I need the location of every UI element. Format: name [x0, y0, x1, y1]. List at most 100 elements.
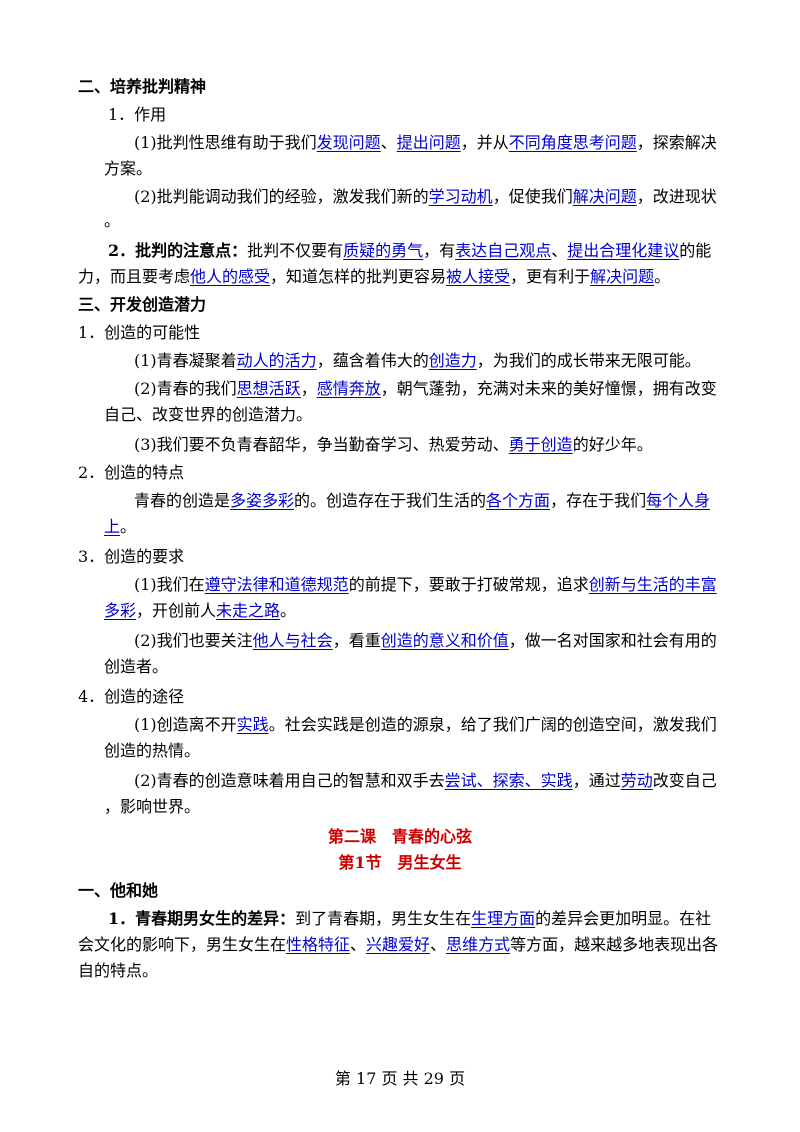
text-run: ，看重	[332, 631, 381, 650]
text-run: (2)我们也要关注	[134, 631, 253, 650]
text-run: ，有	[423, 241, 456, 260]
text-run: 。	[120, 517, 137, 536]
section-heading-he-and-she: 一、他和她	[78, 881, 159, 900]
keyword-highlight: 创新与生活的丰富	[588, 575, 717, 594]
keyword-highlight: 实践	[236, 715, 269, 734]
text-run: 等方面，越来越多地表现出各	[510, 935, 719, 954]
paragraph-line: (2)青春的我们思想活跃，感情奔放，朝气蓬勃，充满对未来的美好憧憬，拥有改变	[134, 378, 717, 400]
text-run: ，通过	[572, 771, 621, 790]
text-run: 到了青春期，男生女生在	[295, 909, 472, 928]
text-run: 、	[430, 935, 447, 954]
text-run: (2)青春的创造意味着用自己的智慧和双手去	[134, 771, 445, 790]
bold-label: 2．批判的注意点：	[108, 241, 248, 260]
paragraph-line: (2)批判能调动我们的经验，激发我们新的学习动机，促使我们解决问题，改进现状	[134, 186, 717, 208]
text-run: (2)青春的我们	[134, 379, 237, 398]
keyword-highlight: 发现问题	[316, 133, 381, 152]
text-run: ，开创前人	[136, 601, 217, 620]
keyword-highlight: 多姿多彩	[230, 491, 295, 510]
keyword-highlight: 感情奔放	[316, 379, 381, 398]
paragraph-line: 2．批判的注意点：批判不仅要有质疑的勇气，有表达自己观点、提出合理化建议的能	[108, 240, 711, 262]
keyword-highlight: 动人的活力	[236, 351, 317, 370]
text-run: (1)青春凝聚着	[134, 351, 237, 370]
text-run: (1)批判性思维有助于我们	[134, 133, 317, 152]
paragraph-line: 方案。	[104, 159, 153, 178]
text-run: 的差异会更加明显。在社	[535, 909, 712, 928]
keyword-highlight: 质疑的勇气	[343, 241, 424, 260]
keyword-highlight: 上	[104, 517, 121, 536]
keyword-highlight: 遵守法律和道德规范	[204, 575, 349, 594]
lesson-title: 第二课 青春的心弦	[327, 827, 472, 846]
bold-label: 1．青春期男女生的差异：	[108, 909, 296, 928]
paragraph-line: (1)青春凝聚着动人的活力，蕴含着伟大的创造力，为我们的成长带来无限可能。	[134, 350, 701, 372]
paragraph-line: (2)我们也要关注他人与社会，看重创造的意义和价值，做一名对国家和社会有用的	[134, 630, 717, 652]
text-run: 的能	[679, 241, 712, 260]
paragraph-line: (1)我们在遵守法律和道德规范的前提下，要敢于打破常规，追求创新与生活的丰富	[134, 574, 717, 596]
text-run: 批判不仅要有	[247, 241, 344, 260]
text-run: 力，而且要考虑	[78, 267, 191, 286]
keyword-highlight: 性格特征	[286, 935, 351, 954]
text-run: 、	[380, 133, 397, 152]
section-heading-creativity: 三、开发创造潜力	[78, 295, 207, 314]
paragraph-line: 1．青春期男女生的差异：到了青春期，男生女生在生理方面的差异会更加明显。在社	[108, 908, 711, 930]
text-run: 会文化的影响下，男生女生在	[78, 935, 287, 954]
keyword-highlight: 未走之路	[216, 601, 281, 620]
keyword-highlight: 勇于创造	[508, 435, 573, 454]
text-run: 、	[551, 241, 568, 260]
paragraph-line: 。	[104, 211, 121, 230]
paragraph-line: 自的特点。	[78, 961, 159, 980]
keyword-highlight: 被人接受	[446, 267, 511, 286]
text-run: 改变自己	[652, 771, 717, 790]
keyword-highlight: 不同角度思考问题	[508, 133, 637, 152]
keyword-highlight: 学习动机	[428, 187, 493, 206]
text-run: 的。创造存在于我们生活的	[294, 491, 487, 510]
text-run: ，	[300, 379, 317, 398]
paragraph-line: (1)批判性思维有助于我们发现问题、提出问题，并从不同角度思考问题，探索解决	[134, 132, 717, 154]
subheading-requirements: 3．创造的要求	[78, 547, 185, 566]
keyword-highlight: 尝试、探索、实践	[444, 771, 573, 790]
text-run: 。	[654, 267, 671, 286]
paragraph-line: 上。	[104, 516, 136, 538]
subheading-characteristics: 2．创造的特点	[78, 463, 185, 482]
paragraph-line: (2)青春的创造意味着用自己的智慧和双手去尝试、探索、实践，通过劳动改变自己	[134, 770, 717, 792]
keyword-highlight: 兴趣爱好	[366, 935, 431, 954]
subheading-possibility: 1．创造的可能性	[78, 323, 201, 342]
text-run: 。社会实践是创造的源泉，给了我们广阔的创造空间，激发我们	[268, 715, 717, 734]
text-run: 青春的创造是	[134, 491, 231, 510]
text-run: (2)批判能调动我们的经验，激发我们新的	[134, 187, 429, 206]
keyword-highlight: 各个方面	[486, 491, 551, 510]
text-run: ，改进现状	[636, 187, 717, 206]
paragraph-line: ，影响世界。	[104, 797, 201, 816]
paragraph-line: 力，而且要考虑他人的感受，知道怎样的批判更容易被人接受，更有利于解决问题。	[78, 266, 670, 288]
text-run: ，更有利于	[510, 267, 591, 286]
keyword-highlight: 解决问题	[572, 187, 637, 206]
paragraph-line: 多彩，开创前人未走之路。	[104, 600, 296, 622]
keyword-highlight: 多彩	[104, 601, 137, 620]
text-run: 的前提下，要敢于打破常规，追求	[348, 575, 589, 594]
keyword-highlight: 提出合理化建议	[567, 241, 680, 260]
text-run: ，做一名对国家和社会有用的	[508, 631, 717, 650]
keyword-highlight: 表达自己观点	[455, 241, 552, 260]
keyword-highlight: 创造的意义和价值	[380, 631, 509, 650]
text-run: ，探索解决	[636, 133, 717, 152]
paragraph-line: (3)我们要不负青春韶华，争当勤奋学习、热爱劳动、勇于创造的好少年。	[134, 434, 653, 456]
paragraph-line: 青春的创造是多姿多彩的。创造存在于我们生活的各个方面，存在于我们每个人身	[134, 490, 710, 512]
subheading-role: 1．作用	[108, 105, 167, 124]
text-run: (1)创造离不开	[134, 715, 237, 734]
keyword-highlight: 生理方面	[471, 909, 536, 928]
text-run: ，存在于我们	[550, 491, 647, 510]
text-run: 、	[350, 935, 367, 954]
text-run: ，促使我们	[492, 187, 573, 206]
keyword-highlight: 他人的感受	[190, 267, 271, 286]
text-run: 。	[280, 601, 297, 620]
text-run: ，蕴含着伟大的	[316, 351, 429, 370]
paragraph-line: 创造的热情。	[104, 741, 201, 760]
text-run: (3)我们要不负青春韶华，争当勤奋学习、热爱劳动、	[134, 435, 509, 454]
keyword-highlight: 创造力	[428, 351, 477, 370]
paragraph-line: 自己、改变世界的创造潜力。	[104, 405, 313, 424]
text-run: (1)我们在	[134, 575, 205, 594]
keyword-highlight: 他人与社会	[252, 631, 333, 650]
section-title: 第1节 男生女生	[338, 853, 462, 872]
keyword-highlight: 劳动	[620, 771, 653, 790]
paragraph-line: 创造者。	[104, 657, 169, 676]
